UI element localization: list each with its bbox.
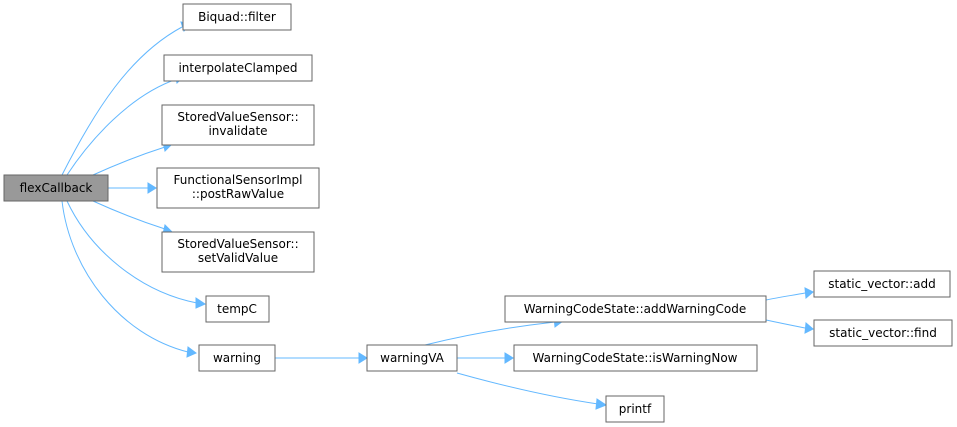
node-label-line2: ::postRawValue [192, 187, 284, 201]
node-label-line1: StoredValueSensor:: [177, 110, 298, 124]
node-static-vector-find[interactable]: static_vector::find [813, 319, 953, 347]
node-biquad-filter[interactable]: Biquad::filter [182, 3, 292, 31]
node-label: static_vector::add [828, 277, 935, 291]
function-nodes: flexCallback Biquad::filter interpolateC… [3, 3, 953, 423]
node-label: static_vector::find [829, 326, 937, 340]
node-label: printf [619, 402, 652, 416]
edge-flexcallback-postraw [108, 182, 157, 194]
node-static-vector-add[interactable]: static_vector::add [813, 270, 951, 298]
edge-warningva-printf [456, 372, 608, 410]
node-interpolateclamped[interactable]: interpolateClamped [163, 54, 313, 82]
node-storedvaluesensor-setvalidvalue[interactable]: StoredValueSensor:: setValidValue [161, 231, 315, 273]
node-warningcodestate-iswarningnow[interactable]: WarningCodeState::isWarningNow [513, 344, 758, 372]
node-functionalsensorimpl-postrawvalue[interactable]: FunctionalSensorImpl ::postRawValue [156, 167, 320, 209]
edge-warning-warningva [275, 352, 368, 364]
edge-flexcallback-biquad [61, 21, 191, 176]
edge-addwarning-svfind [765, 319, 814, 334]
node-label: tempC [217, 302, 257, 316]
node-label: Biquad::filter [198, 10, 276, 24]
node-label: WarningCodeState::addWarningCode [524, 302, 747, 316]
edge-flexcallback-warning [61, 200, 197, 358]
node-storedvaluesensor-invalidate[interactable]: StoredValueSensor:: invalidate [161, 104, 315, 146]
node-label: flexCallback [20, 181, 93, 195]
node-warningva[interactable]: warningVA [366, 344, 458, 372]
node-label: interpolateClamped [178, 61, 297, 75]
edge-flexcallback-tempc [66, 200, 207, 309]
node-tempc[interactable]: tempC [205, 295, 270, 323]
node-label: warningVA [380, 351, 444, 365]
node-flexcallback[interactable]: flexCallback [3, 174, 109, 202]
node-label: warning [213, 351, 261, 365]
edge-warningva-iswarningnow [457, 352, 514, 364]
node-printf[interactable]: printf [605, 395, 665, 423]
node-warningcodestate-addwarningcode[interactable]: WarningCodeState::addWarningCode [504, 295, 767, 323]
node-label-line1: FunctionalSensorImpl [173, 173, 302, 187]
edge-addwarning-svadd [765, 287, 814, 301]
node-label-line2: invalidate [208, 124, 267, 138]
node-label: WarningCodeState::isWarningNow [533, 351, 738, 365]
node-label-line2: setValidValue [198, 251, 278, 265]
node-label-line1: StoredValueSensor:: [177, 237, 298, 251]
node-warning[interactable]: warning [198, 344, 276, 372]
